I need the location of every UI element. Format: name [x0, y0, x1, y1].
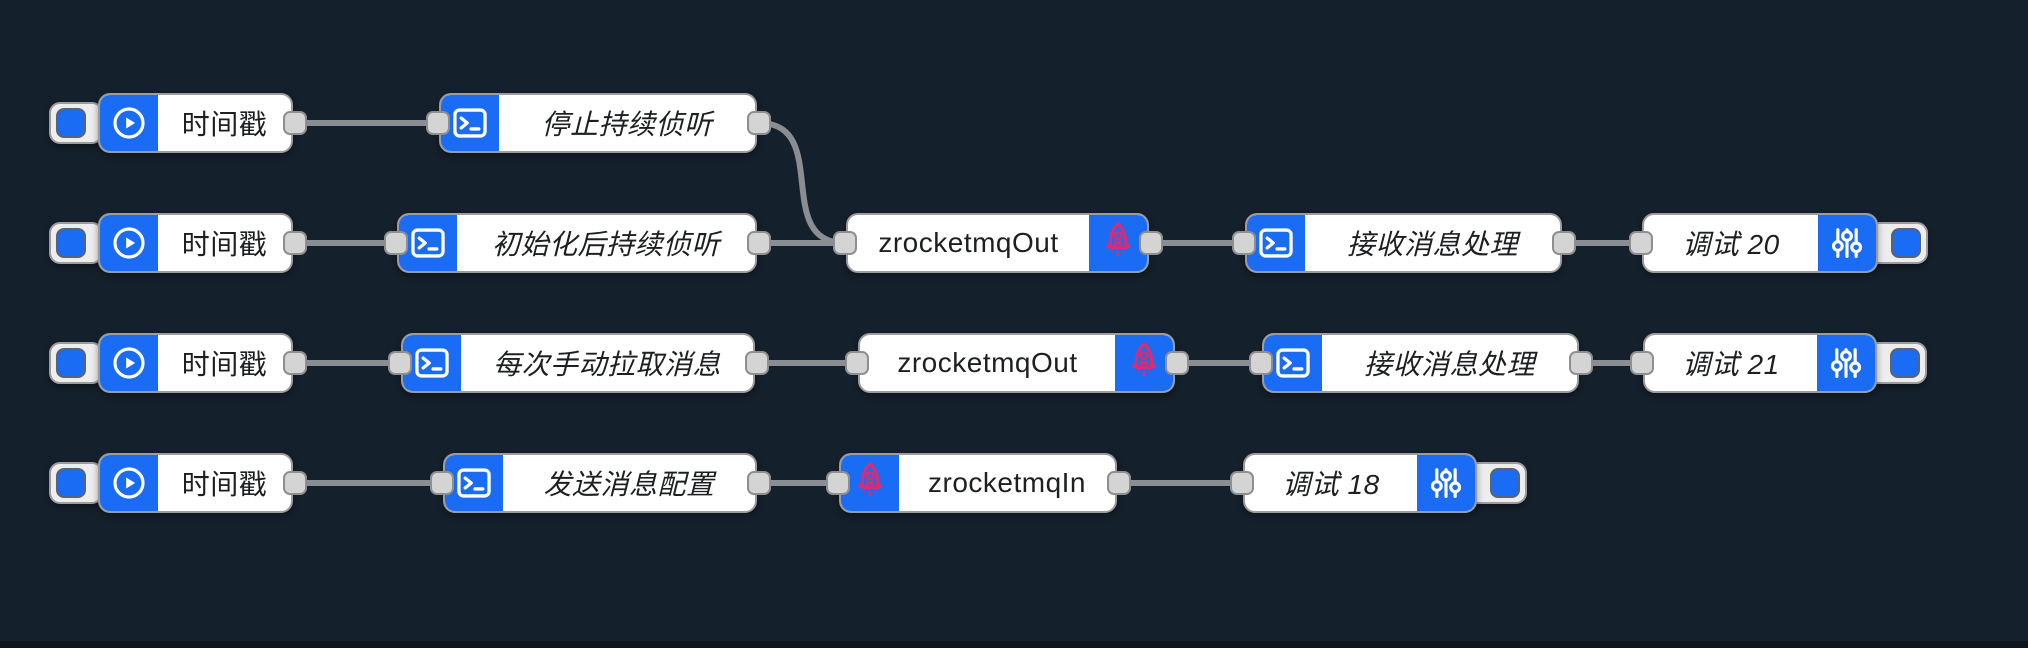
output-port[interactable] — [747, 471, 771, 495]
inject-button-square[interactable] — [56, 108, 86, 138]
node-label: 每次手动拉取消息 — [492, 349, 721, 380]
input-port[interactable] — [426, 111, 450, 135]
function-node[interactable]: 接收消息处理 — [1245, 213, 1562, 273]
node-label: 时间戳 — [181, 229, 268, 260]
output-port[interactable] — [1107, 471, 1131, 495]
output-port[interactable] — [283, 231, 307, 255]
inject-node[interactable]: 时间戳 — [98, 453, 293, 513]
play-icon — [100, 335, 158, 391]
rocket-icon — [841, 455, 899, 511]
node-label: 时间戳 — [181, 469, 268, 500]
function-node[interactable]: 停止持续侦听 — [439, 93, 757, 153]
input-port[interactable] — [1232, 231, 1256, 255]
node-label: zrocketmqOut — [897, 347, 1078, 378]
function-node[interactable]: 发送消息配置 — [443, 453, 757, 513]
inject-button[interactable] — [49, 102, 103, 144]
mq-out-node[interactable]: zrocketmqOut — [846, 213, 1149, 273]
input-port[interactable] — [826, 471, 850, 495]
play-icon — [100, 455, 158, 511]
wire[interactable] — [756, 120, 848, 246]
inject-button-square[interactable] — [56, 228, 86, 258]
terminal-icon — [1264, 335, 1322, 391]
input-port[interactable] — [1630, 351, 1654, 375]
debug-node[interactable]: 调试 18 — [1243, 453, 1477, 513]
input-port[interactable] — [833, 231, 857, 255]
node-label: 调试 20 — [1682, 229, 1780, 260]
node-label: 调试 18 — [1282, 469, 1380, 500]
function-node[interactable]: 初始化后持续侦听 — [397, 213, 757, 273]
node-label: 接收消息处理 — [1346, 229, 1518, 260]
debug-toggle-button[interactable] — [1868, 222, 1928, 264]
debug-toggle-square[interactable] — [1891, 228, 1921, 258]
debug-toggle-button[interactable] — [1867, 342, 1927, 384]
inject-button-square[interactable] — [56, 348, 86, 378]
inject-button[interactable] — [49, 342, 103, 384]
input-port[interactable] — [388, 351, 412, 375]
input-port[interactable] — [1230, 471, 1254, 495]
output-port[interactable] — [283, 471, 307, 495]
debug-toggle-square[interactable] — [1490, 468, 1520, 498]
output-port[interactable] — [1552, 231, 1576, 255]
input-port[interactable] — [430, 471, 454, 495]
output-port[interactable] — [1165, 351, 1189, 375]
function-node[interactable]: 接收消息处理 — [1262, 333, 1579, 393]
input-port[interactable] — [384, 231, 408, 255]
rocket-icon — [1089, 215, 1147, 271]
output-port[interactable] — [283, 351, 307, 375]
output-port[interactable] — [745, 351, 769, 375]
node-label: 停止持续侦听 — [541, 109, 713, 140]
mq-in-node[interactable]: zrocketmqIn — [839, 453, 1117, 513]
terminal-icon — [403, 335, 461, 391]
node-label: zrocketmqIn — [928, 467, 1086, 498]
output-port[interactable] — [1139, 231, 1163, 255]
output-port[interactable] — [747, 231, 771, 255]
inject-button[interactable] — [49, 462, 103, 504]
sliders-icon — [1817, 335, 1875, 391]
sliders-icon — [1417, 455, 1475, 511]
debug-node[interactable]: 调试 20 — [1642, 213, 1878, 273]
node-label: 时间戳 — [181, 109, 268, 140]
input-port[interactable] — [845, 351, 869, 375]
function-node[interactable]: 每次手动拉取消息 — [401, 333, 755, 393]
terminal-icon — [399, 215, 457, 271]
debug-toggle-button[interactable] — [1467, 462, 1527, 504]
output-port[interactable] — [1569, 351, 1593, 375]
canvas-bottom-edge — [0, 641, 2028, 648]
rocket-icon — [1115, 335, 1173, 391]
terminal-icon — [441, 95, 499, 151]
output-port[interactable] — [747, 111, 771, 135]
debug-toggle-square[interactable] — [1890, 348, 1920, 378]
inject-node[interactable]: 时间戳 — [98, 213, 293, 273]
input-port[interactable] — [1249, 351, 1273, 375]
inject-button-square[interactable] — [56, 468, 86, 498]
play-icon — [100, 215, 158, 271]
node-label: 时间戳 — [181, 349, 268, 380]
debug-node[interactable]: 调试 21 — [1643, 333, 1877, 393]
inject-node[interactable]: 时间戳 — [98, 333, 293, 393]
node-label: zrocketmqOut — [878, 227, 1059, 258]
inject-node[interactable]: 时间戳 — [98, 93, 293, 153]
inject-button[interactable] — [49, 222, 103, 264]
node-label: 调试 21 — [1682, 349, 1780, 380]
input-port[interactable] — [1629, 231, 1653, 255]
terminal-icon — [1247, 215, 1305, 271]
node-label: 发送消息配置 — [543, 469, 715, 500]
sliders-icon — [1818, 215, 1876, 271]
node-label: 初始化后持续侦听 — [491, 229, 720, 260]
output-port[interactable] — [283, 111, 307, 135]
node-label: 接收消息处理 — [1363, 349, 1535, 380]
mq-out-node[interactable]: zrocketmqOut — [858, 333, 1175, 393]
play-icon — [100, 95, 158, 151]
terminal-icon — [445, 455, 503, 511]
